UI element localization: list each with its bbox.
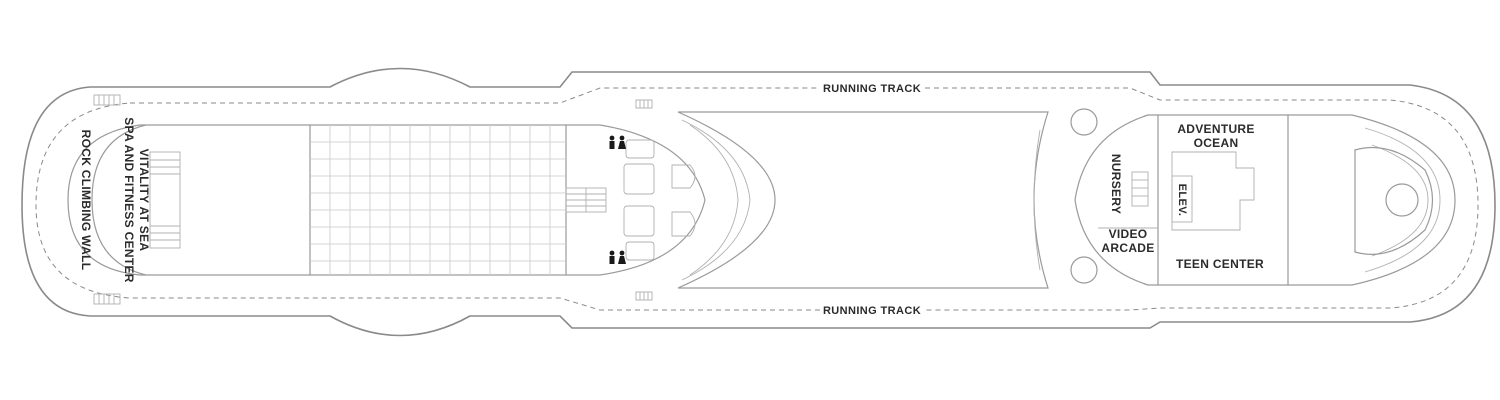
amphitheater-steps bbox=[1033, 129, 1041, 271]
kids-zone bbox=[1074, 114, 1289, 286]
forward-pod bbox=[1354, 146, 1434, 255]
video-arcade-label-2: ARCADE bbox=[1101, 241, 1154, 255]
running-track-label-top: RUNNING TRACK bbox=[823, 83, 921, 95]
whirlpool bbox=[1070, 256, 1098, 284]
pool-deck-grid bbox=[309, 124, 567, 276]
teen-center-label: TEEN CENTER bbox=[1176, 257, 1264, 271]
rock-wall-arc bbox=[91, 124, 147, 276]
forward-dome bbox=[1385, 183, 1419, 217]
lounge-seating bbox=[623, 139, 696, 261]
elevator-label: ELEV. bbox=[1176, 184, 1188, 217]
stairs-icon bbox=[565, 187, 607, 213]
whirlpool bbox=[1070, 108, 1098, 136]
rock-climbing-wall-label: ROCK CLIMBING WALL bbox=[79, 130, 93, 271]
video-arcade-label: VIDEO bbox=[1109, 227, 1148, 241]
running-track-label-bottom: RUNNING TRACK bbox=[823, 305, 921, 317]
hull-outline bbox=[21, 67, 1496, 337]
spa-stairs bbox=[149, 151, 181, 249]
amphitheater-steps bbox=[681, 119, 751, 281]
adventure-ocean-label-2: OCEAN bbox=[1194, 136, 1239, 150]
bar-area bbox=[566, 124, 706, 276]
adventure-ocean-room bbox=[1171, 151, 1255, 231]
vitality-label: VITALITY AT SEA bbox=[137, 149, 151, 252]
adventure-ocean-label: ADVENTURE bbox=[1177, 122, 1254, 136]
spa-fitness-area bbox=[67, 124, 310, 276]
spa-fitness-label: SPA AND FITNESS CENTER bbox=[122, 117, 136, 283]
forward-steps bbox=[1371, 144, 1429, 257]
restroom-icon bbox=[609, 135, 626, 149]
vent-grille bbox=[93, 94, 653, 305]
running-track-path bbox=[35, 87, 1479, 311]
amphitheater-steps bbox=[689, 124, 739, 276]
nursery-label: NURSERY bbox=[1109, 154, 1123, 214]
stairs-icon bbox=[1131, 171, 1149, 207]
elevator-icon bbox=[1171, 175, 1193, 223]
restroom-icon bbox=[609, 250, 626, 264]
forward-deck bbox=[1288, 114, 1456, 286]
forward-steps bbox=[1364, 127, 1441, 273]
